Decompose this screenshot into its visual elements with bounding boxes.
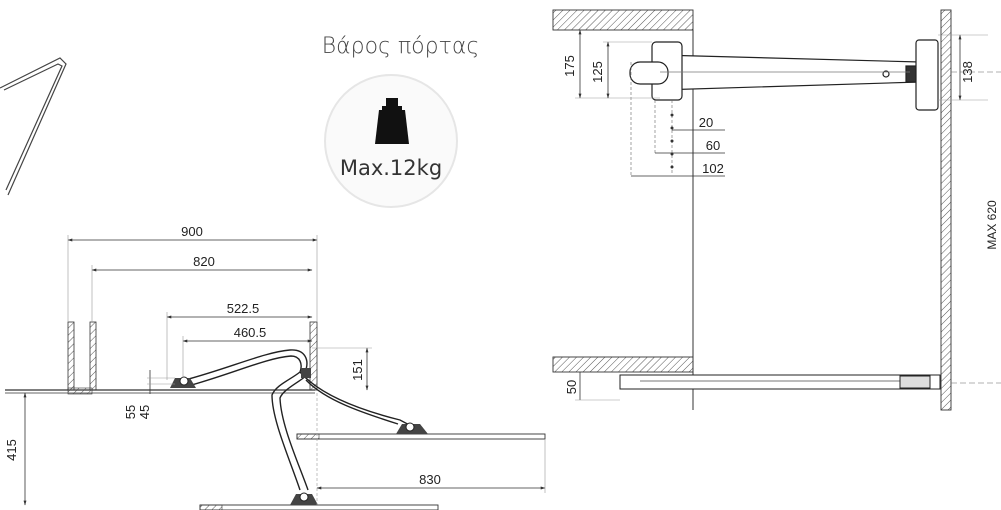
dim-820: 820 xyxy=(193,254,215,269)
dim-415: 415 xyxy=(4,439,19,461)
lift-arm xyxy=(184,349,416,491)
weight-badge-value: Max.12kg xyxy=(339,156,443,180)
weight-badge-title: Βάρος πόρτας xyxy=(321,34,480,59)
dim-175: 175 xyxy=(562,55,577,77)
dim-50: 50 xyxy=(564,380,579,394)
dim-138: 138 xyxy=(960,61,975,83)
dim-900: 900 xyxy=(181,224,203,239)
dim-20: 20 xyxy=(699,115,713,130)
dim-125: 125 xyxy=(590,61,605,83)
weight-badge-circle: Max.12kg xyxy=(324,74,458,208)
dim-522-5: 522.5 xyxy=(227,301,260,316)
side-view: 900 820 522.5 460.5 151 55 45 415 830 xyxy=(4,224,546,510)
dim-151: 151 xyxy=(350,359,365,381)
dim-45: 45 xyxy=(137,405,152,419)
weight-icon xyxy=(375,98,409,144)
door-outline-partial xyxy=(0,57,67,196)
dim-max-620: MAX 620 xyxy=(985,200,999,250)
dim-55: 55 xyxy=(123,405,138,419)
dim-102: 102 xyxy=(702,161,724,176)
dim-60: 60 xyxy=(706,138,720,153)
weight-badge: Βάρος πόρτας Max.12kg xyxy=(313,34,488,208)
dim-830: 830 xyxy=(419,472,441,487)
dim-460-5: 460.5 xyxy=(234,325,267,340)
mount-feet xyxy=(170,368,428,505)
upper-arm xyxy=(629,39,939,111)
top-view: 20 60 102 175 125 138 MAX 620 50 xyxy=(552,9,1001,411)
lower-rail xyxy=(619,374,941,390)
